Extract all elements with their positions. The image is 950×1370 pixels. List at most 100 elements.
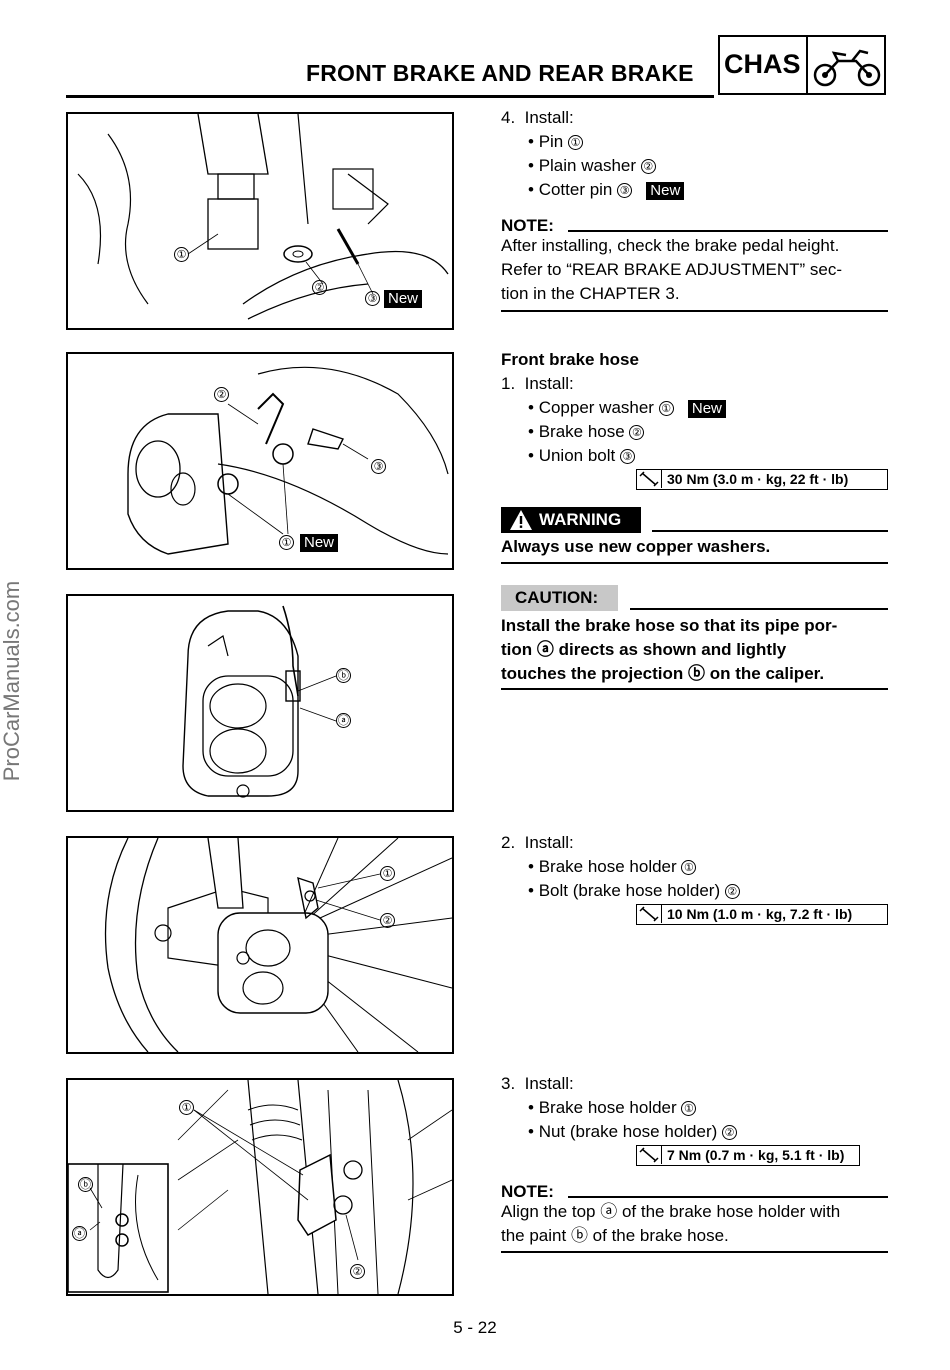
callout-3: ③ xyxy=(371,459,386,474)
item-text: Brake hose holder xyxy=(538,1098,677,1117)
item-number: ② xyxy=(640,159,656,174)
step3-item-2: • Nut (brake hose holder) ② xyxy=(528,1120,738,1144)
figure-front-brake-hose: ② ③ ① New xyxy=(66,352,454,570)
callout-1: ① xyxy=(279,535,294,550)
item-number: ③ xyxy=(619,449,635,464)
warning-rule xyxy=(652,530,888,532)
note-line-2: Refer to “REAR BRAKE ADJUSTMENT” sec- xyxy=(501,260,843,279)
item-text: Cotter pin xyxy=(538,180,613,199)
wrench-icon xyxy=(639,905,662,923)
note-line-1: After installing, check the brake pedal … xyxy=(501,236,840,255)
warning-label: WARNING xyxy=(539,510,622,529)
figure-fork-drawing xyxy=(68,1080,452,1294)
step2-heading: 2. Install: xyxy=(501,833,574,852)
callout-3: ③ xyxy=(365,291,380,306)
item-text: Pin xyxy=(538,132,564,151)
callout-1: ① xyxy=(179,1100,194,1115)
caution-line-2: tion ⓐ directs as shown and lightly xyxy=(501,640,787,659)
callout-1: ① xyxy=(174,247,189,262)
item-text: Nut (brake hose holder) xyxy=(538,1122,718,1141)
item-number: ① xyxy=(681,1101,697,1116)
note-line-3: tion in the CHAPTER 3. xyxy=(501,284,680,303)
figure-brake-hose-holder-front: ① ② xyxy=(66,836,454,1054)
item-text: Copper washer xyxy=(538,398,654,417)
item-number: ① xyxy=(658,401,674,416)
hose-item-1: • Copper washer ① New xyxy=(528,396,726,420)
note-line-2: the paint ⓑ of the brake hose. xyxy=(501,1226,729,1245)
item-text: Union bolt xyxy=(538,446,616,465)
item-text: Brake hose xyxy=(538,422,625,441)
callout-b: ⓑ xyxy=(78,1177,93,1192)
section-divider xyxy=(806,37,808,93)
new-tag: New xyxy=(384,290,423,308)
torque-spec: 7 Nm (0.7 m · kg, 5.1 ft · lb) xyxy=(636,1145,860,1166)
note-rule xyxy=(568,1196,888,1198)
callout-2: ② xyxy=(380,913,395,928)
torque-value: 30 Nm (3.0 m · kg, 22 ft · lb) xyxy=(667,471,849,487)
item-number: ② xyxy=(722,1125,738,1140)
callout-2: ② xyxy=(214,387,229,402)
wrench-icon xyxy=(639,1146,662,1164)
hose-item-2: • Brake hose ② xyxy=(528,420,645,444)
hose-item-3: • Union bolt ③ xyxy=(528,444,635,468)
item-text: Brake hose holder xyxy=(538,857,677,876)
caution-label: CAUTION: xyxy=(515,588,599,607)
section-label: CHAS xyxy=(724,49,801,79)
step4-item-1: • Pin ① xyxy=(528,130,583,154)
note-end-rule xyxy=(501,1251,888,1253)
title-rule xyxy=(66,95,714,98)
new-tag: New xyxy=(300,534,339,552)
step4-item-2: • Plain washer ② xyxy=(528,154,656,178)
torque-spec: 10 Nm (1.0 m · kg, 7.2 ft · lb) xyxy=(636,904,888,925)
warning-text: Always use new copper washers. xyxy=(501,537,771,556)
callout-2: ② xyxy=(350,1264,365,1279)
item-number: ② xyxy=(724,884,740,899)
motorcycle-icon xyxy=(813,49,881,87)
callout-2: ② xyxy=(312,280,327,295)
item-text: Bolt (brake hose holder) xyxy=(538,881,721,900)
step2-item-1: • Brake hose holder ① xyxy=(528,855,697,879)
torque-value: 10 Nm (1.0 m · kg, 7.2 ft · lb) xyxy=(667,906,853,922)
warning-end-rule xyxy=(501,562,888,564)
step2-item-2: • Bolt (brake hose holder) ② xyxy=(528,879,740,903)
figure-brake-hose-holder-fork: ① ② ⓑ ⓐ xyxy=(66,1078,454,1296)
caution-line-1: Install the brake hose so that its pipe … xyxy=(501,616,838,635)
figure-cotter-pin: ① ② ③ New xyxy=(66,112,454,330)
caution-box: CAUTION: xyxy=(501,585,618,611)
warning-box: WARNING xyxy=(501,507,641,533)
figure-cotter-pin-drawing xyxy=(77,114,449,320)
page-number: 5 - 22 xyxy=(453,1318,497,1337)
new-tag: New xyxy=(646,182,685,200)
note-line-1: Align the top ⓐ of the brake hose holder… xyxy=(501,1202,841,1221)
item-number: ② xyxy=(629,425,645,440)
section-tab: CHAS xyxy=(718,35,886,95)
item-number: ① xyxy=(568,135,583,150)
step3-item-1: • Brake hose holder ① xyxy=(528,1096,697,1120)
callout-a: ⓐ xyxy=(336,713,351,728)
figure-caliper-hose-direction: ⓑ ⓐ xyxy=(66,594,454,812)
warning-icon xyxy=(510,510,532,530)
section-heading: Front brake hose xyxy=(501,350,639,369)
page-title: FRONT BRAKE AND REAR BRAKE xyxy=(306,60,694,86)
item-number: ③ xyxy=(617,183,633,198)
note-label: NOTE: xyxy=(501,1182,554,1201)
hose-step1-heading: 1. Install: xyxy=(501,374,574,393)
caution-line-3: touches the projection ⓑ on the caliper. xyxy=(501,664,825,683)
callout-a: ⓐ xyxy=(72,1226,87,1241)
item-number: ① xyxy=(681,860,697,875)
wrench-icon xyxy=(639,470,662,488)
new-tag: New xyxy=(687,400,726,418)
callout-b: ⓑ xyxy=(336,668,351,683)
caution-rule xyxy=(630,608,888,610)
callout-1: ① xyxy=(380,866,395,881)
torque-value: 7 Nm (0.7 m · kg, 5.1 ft · lb) xyxy=(667,1147,845,1163)
figure-front-wheel-drawing xyxy=(104,838,452,1052)
figure-front-brake-hose-drawing xyxy=(127,366,449,555)
figure-caliper-drawing xyxy=(182,605,337,798)
note-end-rule xyxy=(501,310,888,312)
step4-item-3: • Cotter pin ③ New xyxy=(528,178,685,202)
watermark: ProCarManuals.com xyxy=(0,580,24,782)
torque-spec: 30 Nm (3.0 m · kg, 22 ft · lb) xyxy=(636,469,888,490)
step3-heading: 3. Install: xyxy=(501,1074,574,1093)
step4-heading: 4. Install: xyxy=(501,108,574,127)
